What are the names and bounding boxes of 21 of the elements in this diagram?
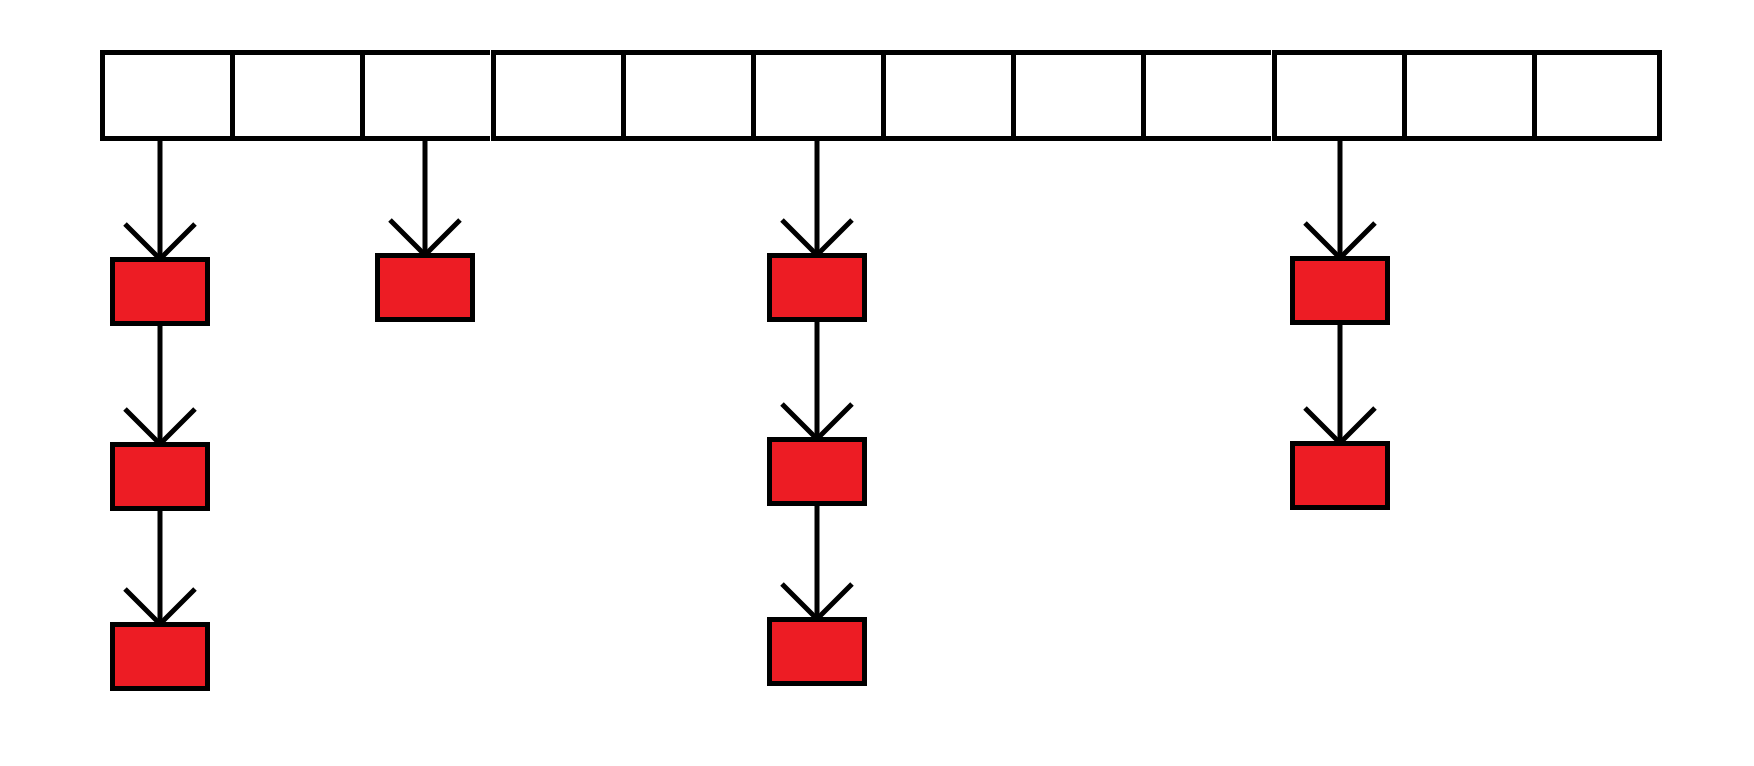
list-node-box xyxy=(375,253,475,322)
array-cell xyxy=(490,50,621,141)
array-cell xyxy=(1401,50,1532,141)
array-cell xyxy=(750,50,881,141)
array-cell xyxy=(100,50,231,141)
array-cell xyxy=(230,50,361,141)
list-node-box xyxy=(110,442,210,511)
array-cell xyxy=(360,50,491,141)
array-cell xyxy=(1531,50,1662,141)
list-node-box xyxy=(767,253,867,322)
array-cell xyxy=(1271,50,1402,141)
array-cell xyxy=(881,50,1012,141)
array-cell xyxy=(1011,50,1142,141)
list-node-box xyxy=(110,622,210,691)
list-node-box xyxy=(767,617,867,686)
list-node-box xyxy=(1290,441,1390,510)
list-node-box xyxy=(110,257,210,326)
list-node-box xyxy=(767,437,867,506)
array-cell xyxy=(1141,50,1272,141)
list-node-box xyxy=(1290,256,1390,325)
array-cell xyxy=(620,50,751,141)
